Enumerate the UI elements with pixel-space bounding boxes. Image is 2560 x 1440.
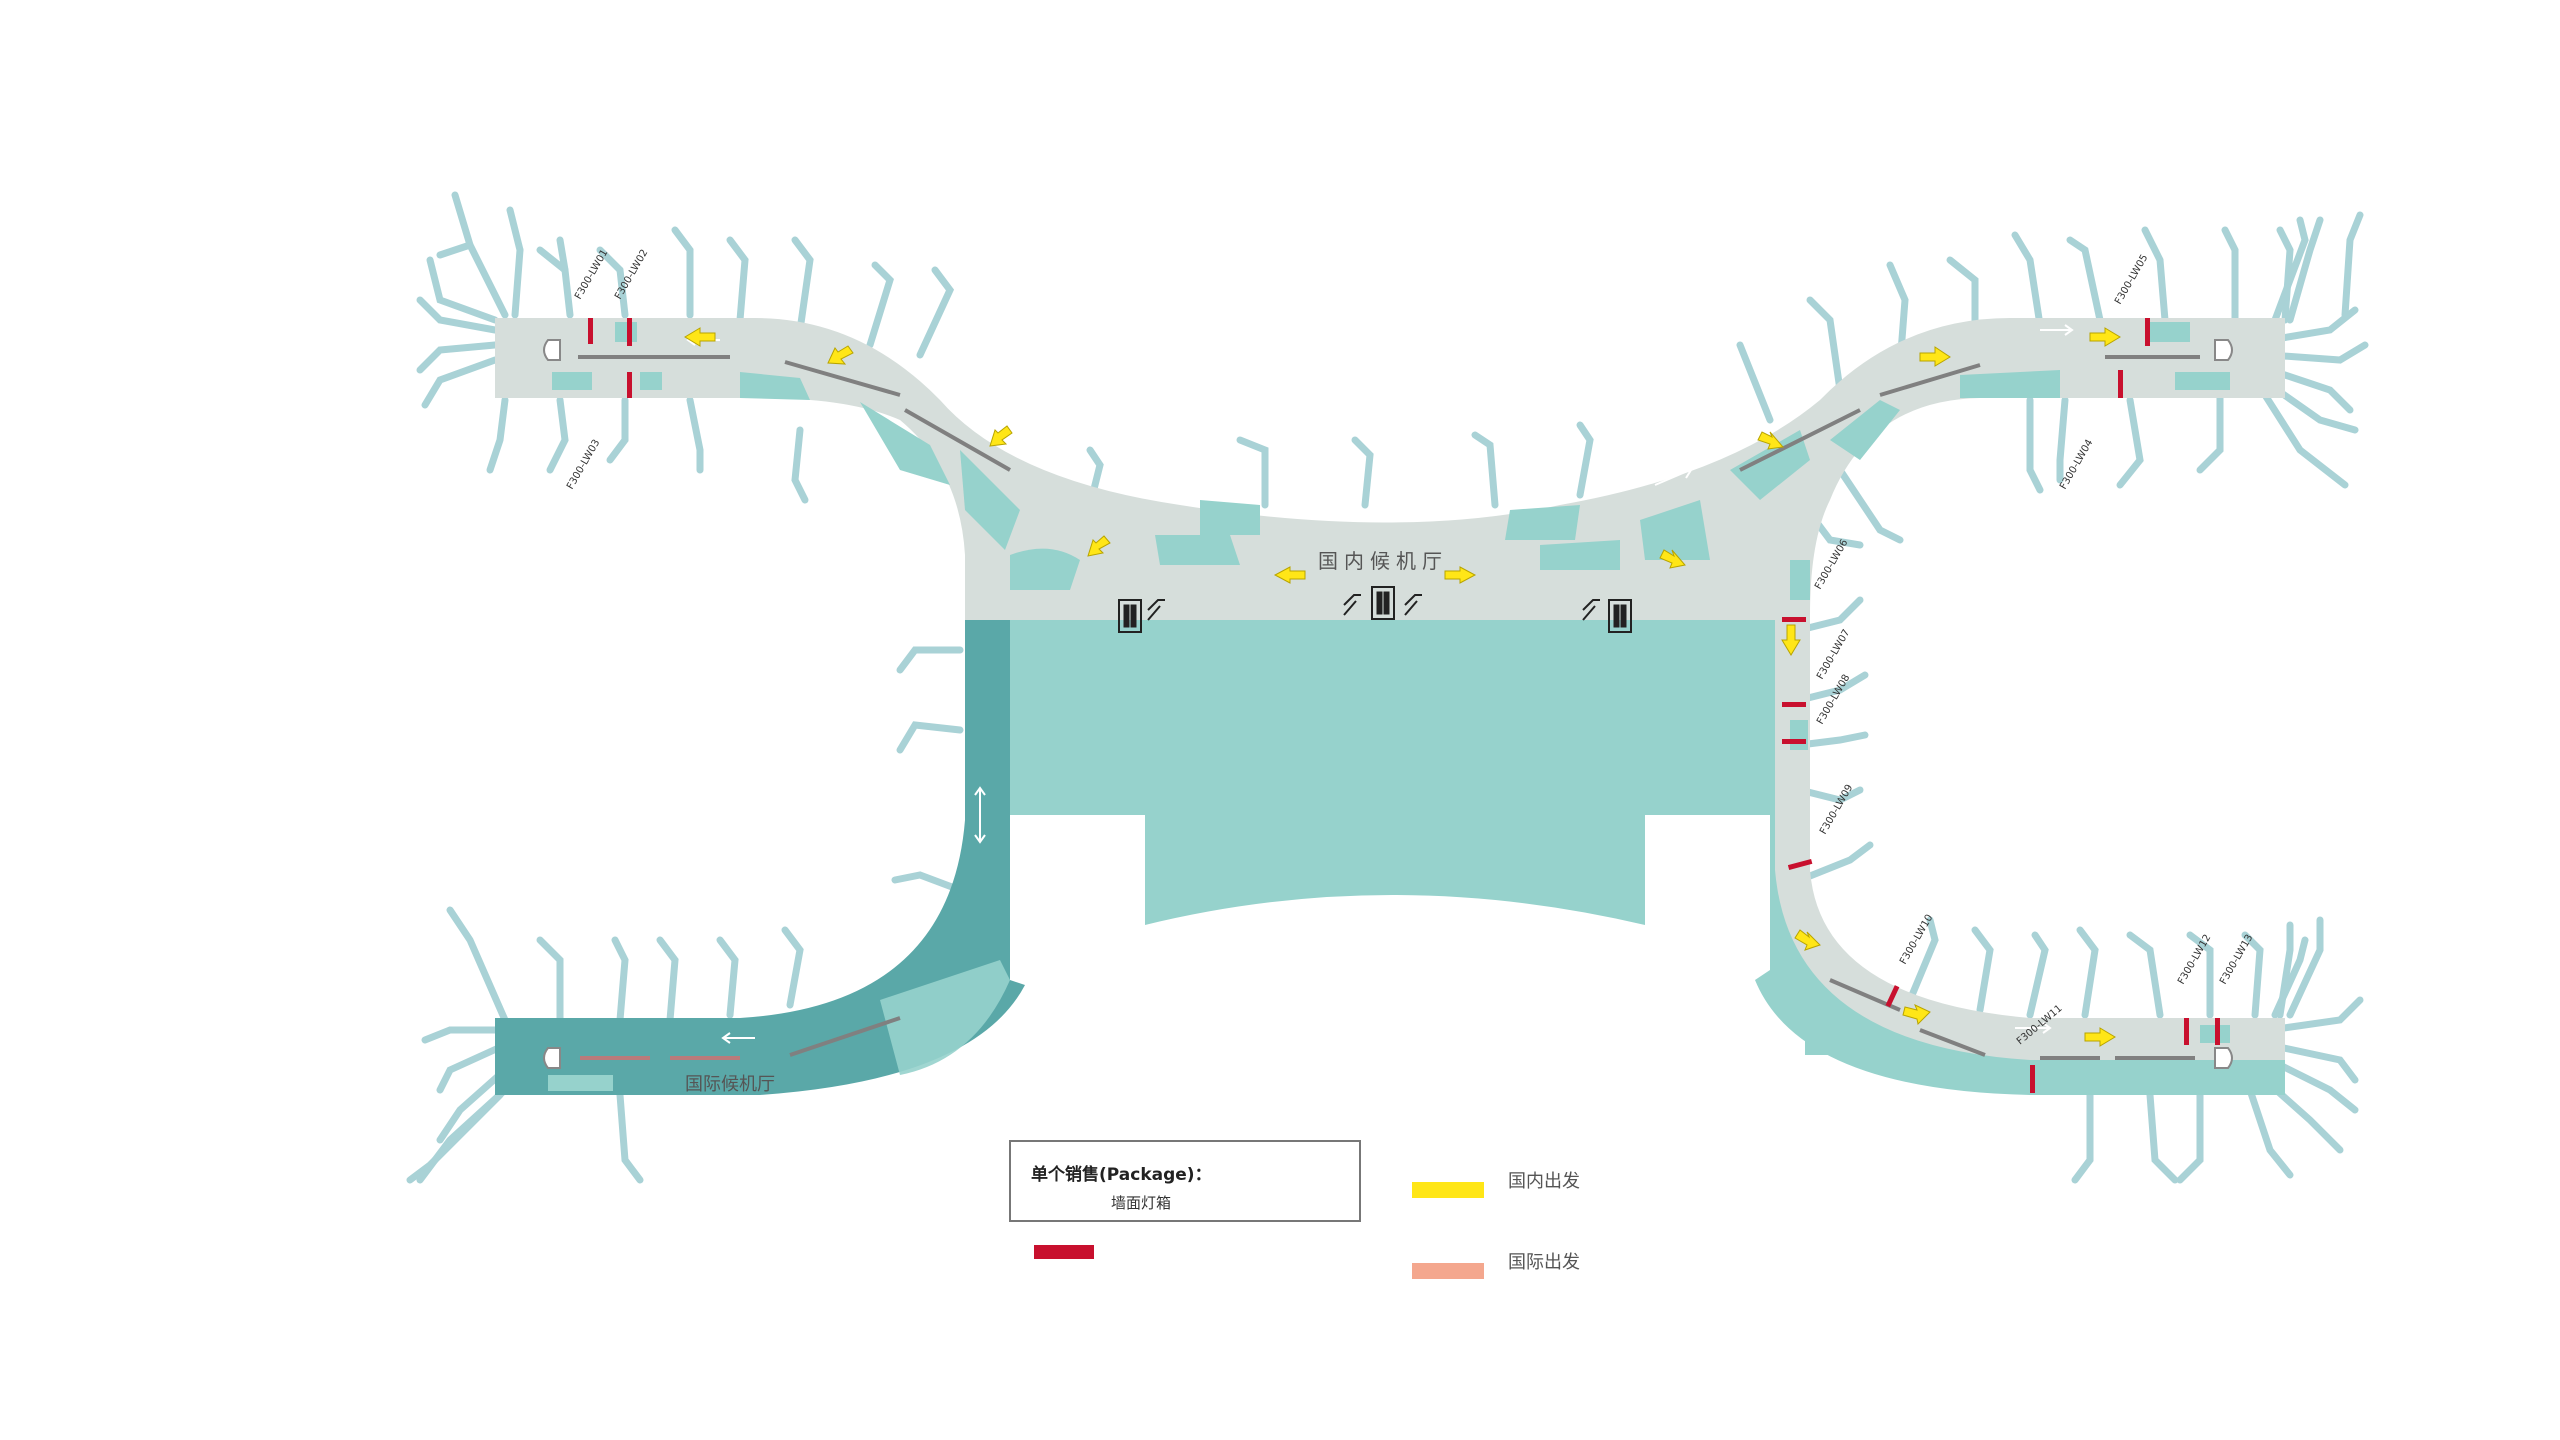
- domestic-hall-floor: [965, 615, 1785, 925]
- jet-bridges: [406, 191, 2369, 1184]
- concourse-lounges: [548, 322, 2230, 1091]
- escalator-icons: [1118, 586, 1632, 633]
- legend-pink-swatch: [1412, 1263, 1484, 1279]
- ad-label-lw13: F300-LW13: [2218, 933, 2255, 987]
- escalator-icon: [1147, 599, 1165, 621]
- legend-domestic-label: 国内出发: [1508, 1171, 1580, 1192]
- legend-yellow-swatch: [1412, 1182, 1484, 1198]
- ad-label-lw06: F300-LW06: [1813, 538, 1850, 592]
- escalator-icon: [1582, 599, 1600, 621]
- legend-title: 单个销售(Package)：: [1031, 1165, 1212, 1185]
- ad-label-lw09: F300-LW09: [1818, 783, 1855, 837]
- legend-red-swatch: [1034, 1245, 1094, 1259]
- domestic-departure-arrows: [684, 327, 2121, 1047]
- ad-label-lw05: F300-LW05: [2113, 253, 2150, 307]
- moving-walkways: [578, 355, 2200, 1060]
- ad-label-lw07: F300-LW07: [1815, 628, 1852, 682]
- legend-box: 单个销售(Package)： 墙面灯箱: [1009, 1140, 1361, 1222]
- international-hall-lightbands: [880, 960, 1010, 1075]
- legend-item-label: 墙面灯箱: [1111, 1194, 1172, 1212]
- international-hall-label: 国际候机厅: [685, 1074, 775, 1095]
- ad-label-lw08: F300-LW08: [1815, 673, 1852, 727]
- legend-international-label: 国际出发: [1508, 1252, 1580, 1273]
- ad-label-lw03: F300-LW03: [565, 438, 602, 492]
- elevator-icon: [1371, 586, 1395, 620]
- wall-lightbox-markers: [588, 318, 2220, 1093]
- ad-label-lw01: F300-LW01: [573, 248, 610, 302]
- domestic-concourse: [495, 318, 2285, 620]
- domestic-hall-label: 国内候机厅: [1318, 549, 1448, 573]
- international-corridor: [495, 615, 1025, 1095]
- gate-ends: [543, 339, 2233, 1069]
- escalator-icon: [1343, 594, 1422, 616]
- elevator-icon: [1118, 599, 1142, 633]
- elevator-icon: [1608, 599, 1632, 633]
